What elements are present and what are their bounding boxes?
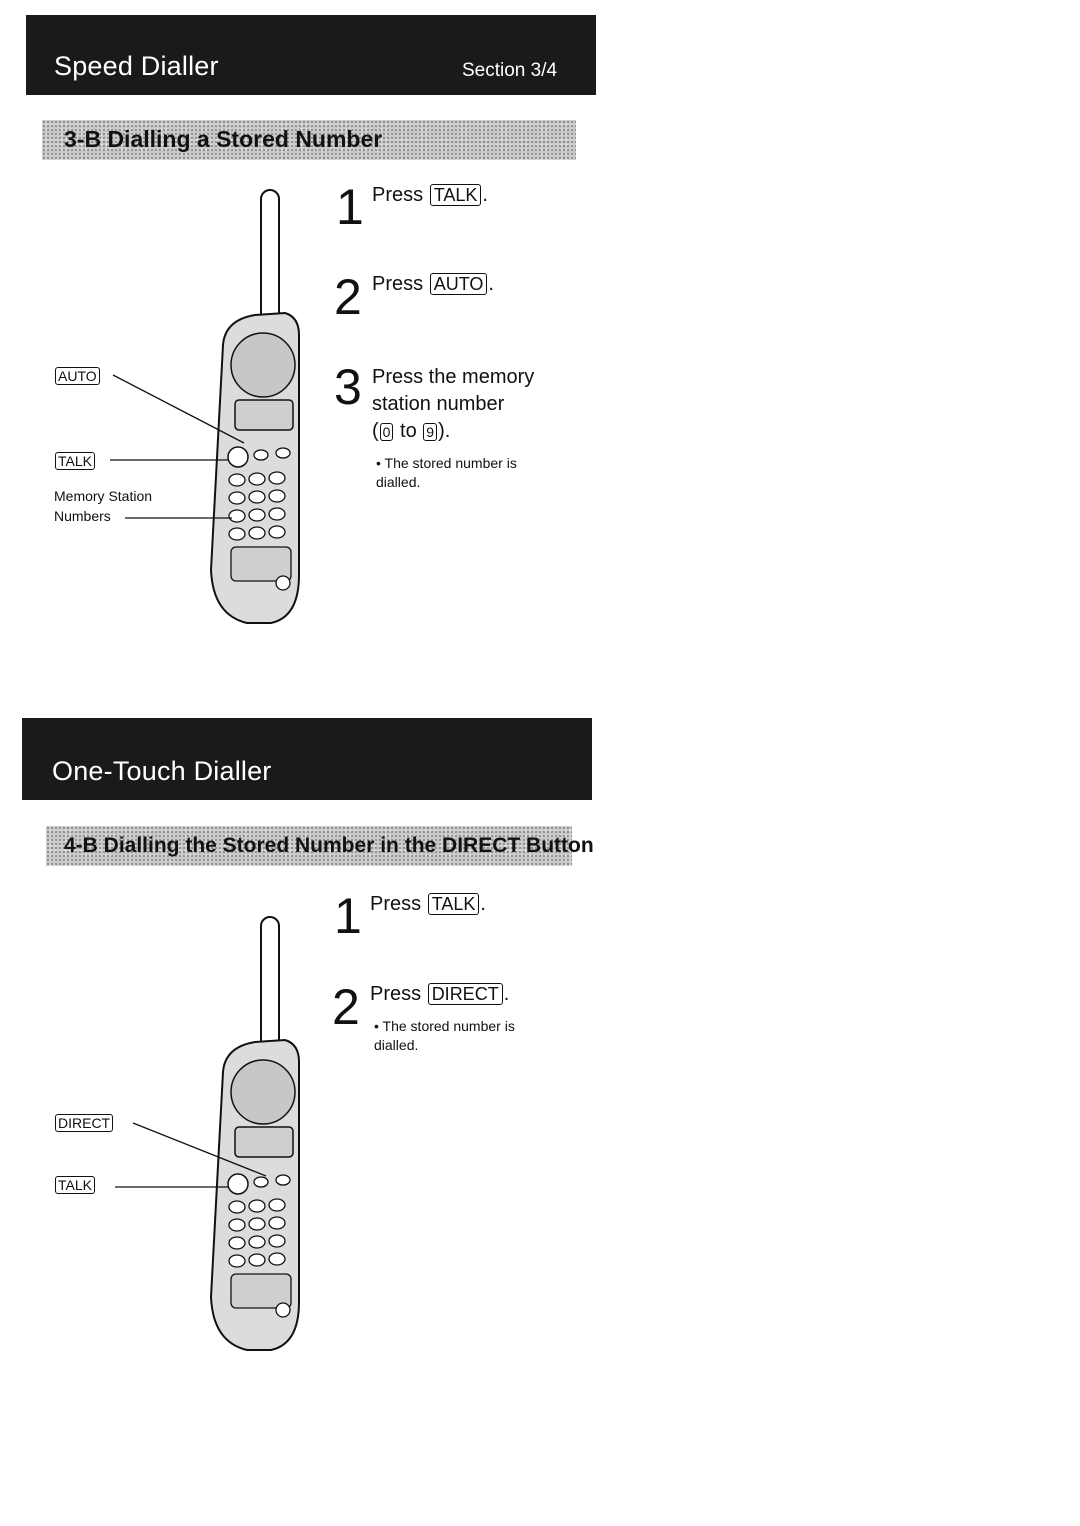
- talk-key: TALK: [55, 452, 95, 470]
- step-1-prefix: Press: [370, 893, 422, 915]
- bullet-icon: •: [374, 1018, 383, 1034]
- step-1-prefix: Press: [372, 184, 424, 206]
- step-3-line3: (0 to 9).: [372, 418, 534, 445]
- handset-illustration: [209, 189, 300, 624]
- step-number-2: 2: [332, 979, 360, 1035]
- speed-dialler-title: Speed Dialler: [54, 51, 219, 81]
- one-touch-dialler-title: One-Touch Dialler: [52, 756, 272, 786]
- step-number-1: 1: [334, 888, 362, 944]
- speed-dialler-subheading: 3-B Dialling a Stored Number: [42, 120, 576, 160]
- one-touch-note-text: The stored number is dialled.: [374, 1018, 515, 1053]
- memory-station-label-line2: Numbers: [54, 508, 111, 524]
- subheading-3b: 3-B Dialling a Stored Number: [64, 126, 383, 152]
- bullet-icon: •: [376, 455, 385, 471]
- key-9: 9: [423, 423, 438, 441]
- memory-station-callout: Memory Station Numbers: [54, 486, 152, 526]
- handset-illustration: [209, 916, 300, 1351]
- step-number-3: 3: [334, 359, 362, 415]
- talk-key: TALK: [55, 1176, 95, 1194]
- step-1-suffix: .: [482, 184, 488, 206]
- talk-key: TALK: [429, 184, 482, 206]
- subheading-4b: 4-B Dialling the Stored Number in the DI…: [64, 834, 594, 857]
- one-touch-note: • The stored number is dialled.: [374, 1017, 554, 1055]
- step-2-text: Press AUTO.: [372, 271, 494, 298]
- speed-dialler-banner: Speed Dialler Section 3/4: [26, 15, 596, 95]
- step-3-close: ).: [438, 420, 451, 442]
- auto-key: AUTO: [429, 273, 488, 295]
- step-3-open: (: [372, 420, 379, 442]
- talk-key-callout: TALK: [54, 1175, 96, 1195]
- step-3-line2: station number: [372, 393, 505, 415]
- auto-key-callout: AUTO: [54, 366, 101, 386]
- step-1-text: Press TALK.: [370, 891, 486, 918]
- direct-key: DIRECT: [427, 983, 503, 1005]
- step-2-text: Press DIRECT.: [370, 981, 509, 1008]
- one-touch-dialler-banner: One-Touch Dialler: [22, 718, 592, 800]
- step-number-2: 2: [334, 269, 362, 325]
- step-1-text: Press TALK.: [372, 182, 488, 209]
- talk-key-callout: TALK: [54, 451, 96, 471]
- auto-key: AUTO: [55, 367, 100, 385]
- key-0: 0: [379, 423, 394, 441]
- direct-key-callout: DIRECT: [54, 1113, 114, 1133]
- step-2-suffix: .: [488, 273, 494, 295]
- step-number-1: 1: [336, 179, 364, 235]
- step-3-to: to: [400, 420, 417, 442]
- step-2-prefix: Press: [372, 273, 424, 295]
- step-3-line1: Press the memory: [372, 366, 535, 388]
- one-touch-subheading: 4-B Dialling the Stored Number in the DI…: [46, 826, 594, 866]
- direct-leader-line: [115, 1122, 267, 1188]
- section-indicator: Section 3/4: [462, 60, 558, 81]
- talk-key: TALK: [427, 893, 480, 915]
- auto-leader-line: [110, 374, 245, 519]
- step-2-suffix: .: [503, 983, 510, 1005]
- step-2-prefix: Press: [370, 983, 422, 1005]
- memory-station-label-line1: Memory Station: [54, 488, 153, 504]
- step-3-text: Press the memory station number (0 to 9)…: [372, 364, 534, 445]
- speed-dialler-note: • The stored number is dialled.: [376, 454, 556, 492]
- step-1-suffix: .: [480, 893, 486, 915]
- speed-dialler-note-text: The stored number is dialled.: [376, 455, 517, 490]
- direct-key: DIRECT: [55, 1114, 114, 1132]
